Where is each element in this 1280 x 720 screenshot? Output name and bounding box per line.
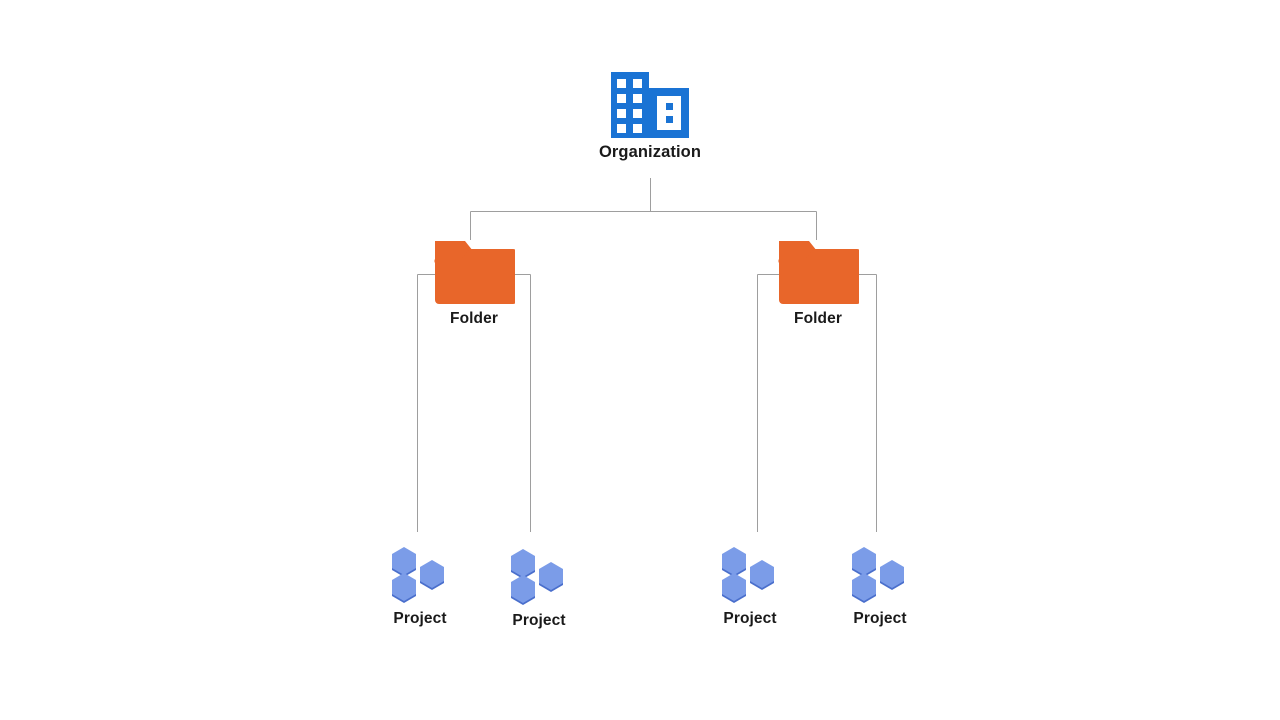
node-project-4[interactable]: Project: [810, 544, 950, 628]
project-hexagons-icon: [722, 547, 774, 603]
project-hexagons-icon: [392, 547, 444, 603]
project-hexagons-icon: [852, 547, 904, 603]
organization-label: Organization: [598, 143, 702, 161]
node-project-2[interactable]: Project: [469, 546, 609, 630]
project-label: Project: [393, 610, 447, 627]
folder-label: Folder: [450, 310, 498, 327]
project-label: Project: [853, 610, 907, 627]
node-folder-2[interactable]: Folder: [738, 237, 898, 328]
project-label: Project: [512, 612, 566, 629]
node-organization[interactable]: Organization: [570, 72, 730, 162]
folder-label: Folder: [794, 310, 842, 327]
project-label: Project: [723, 610, 777, 627]
organization-building-icon: [611, 72, 689, 138]
folder-icon: [778, 241, 859, 304]
project-hexagons-icon: [511, 549, 563, 605]
node-project-3[interactable]: Project: [680, 544, 820, 628]
node-project-1[interactable]: Project: [350, 544, 490, 628]
folder-icon: [434, 241, 515, 304]
node-folder-1[interactable]: Folder: [394, 237, 554, 328]
